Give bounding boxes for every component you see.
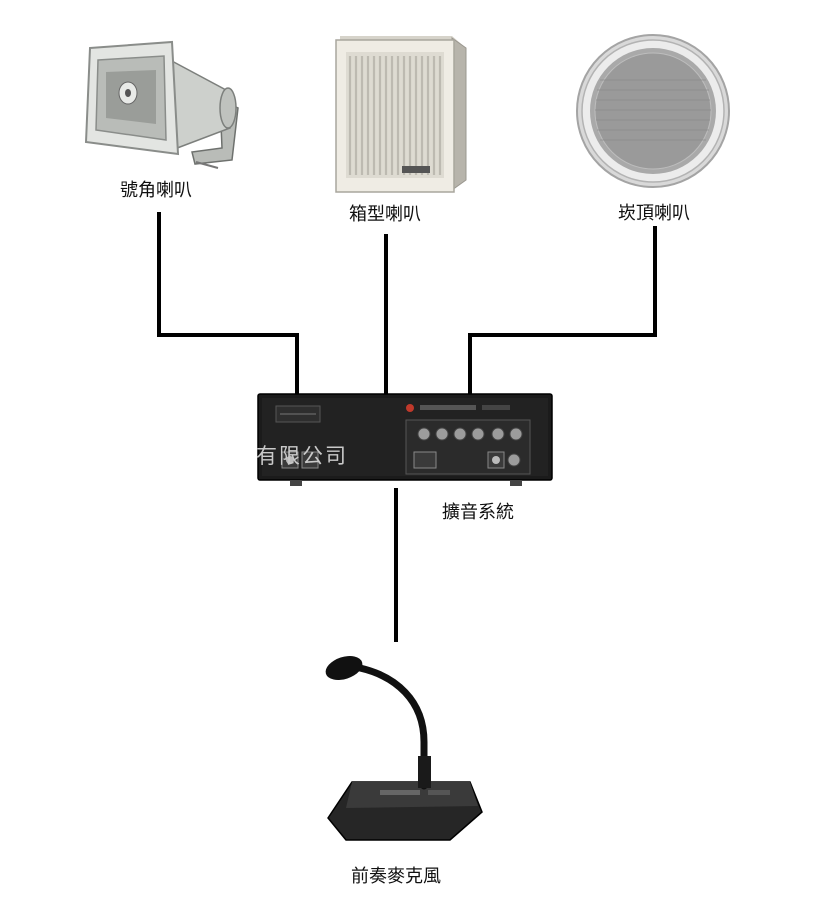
label-horn-speaker: 號角喇叭 xyxy=(120,180,192,201)
horn-speaker xyxy=(84,40,239,169)
ceiling-speaker xyxy=(576,34,730,188)
label-box-speaker: 箱型喇叭 xyxy=(349,204,421,225)
amplifier xyxy=(257,393,553,486)
watermark: 有限公司 xyxy=(256,444,348,468)
label-amplifier: 擴音系統 xyxy=(442,502,514,523)
microphone xyxy=(325,656,483,841)
box-speaker xyxy=(335,36,467,193)
label-ceiling-speaker: 崁頂喇叭 xyxy=(618,203,690,224)
wire-horn-to-amp xyxy=(157,212,299,394)
wires xyxy=(157,212,657,642)
label-microphone: 前奏麥克風 xyxy=(351,866,441,887)
wire-ceiling-to-amp xyxy=(468,226,657,394)
